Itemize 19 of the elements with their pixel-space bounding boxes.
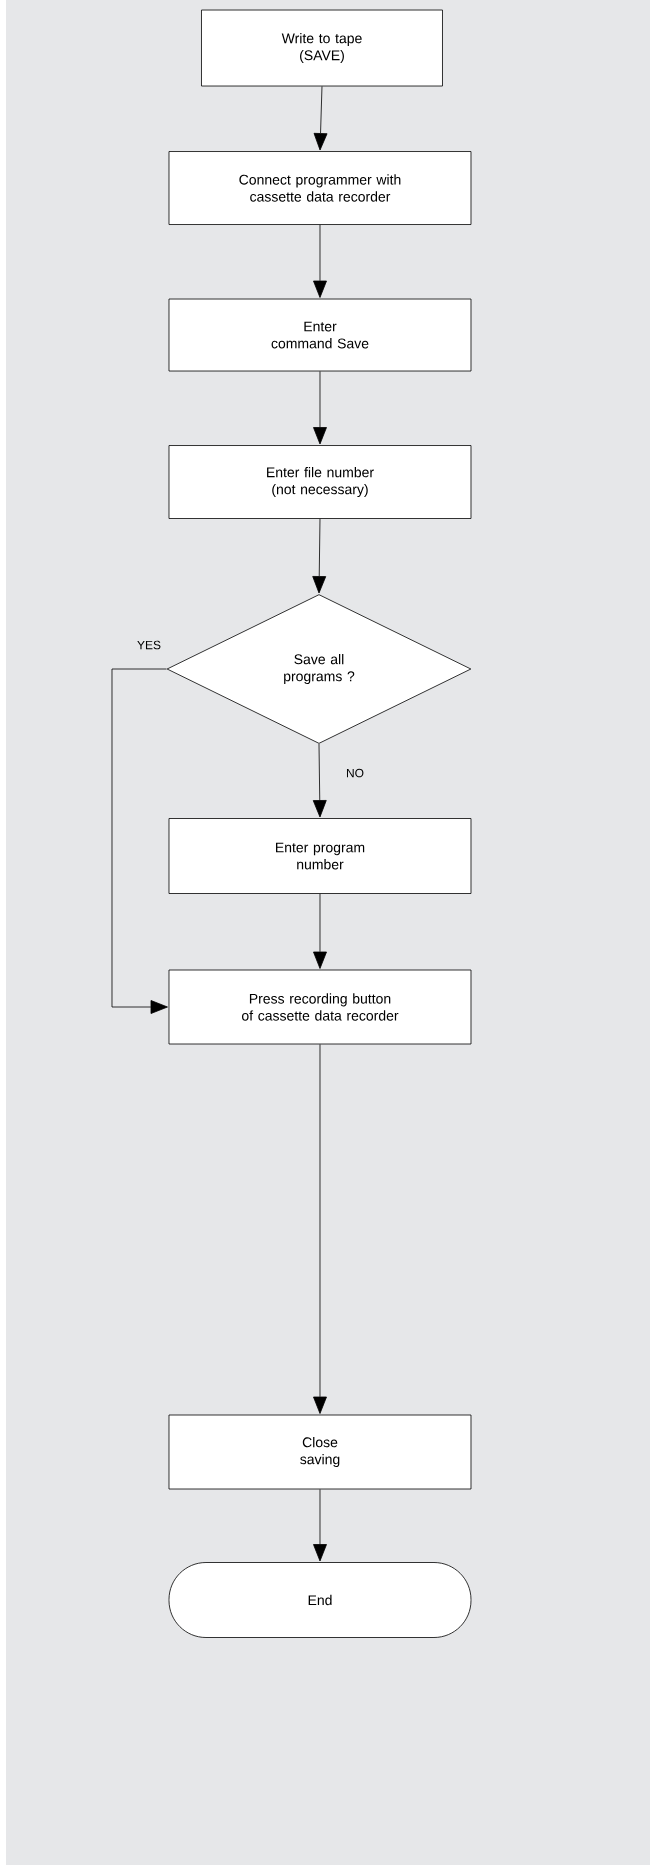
process-box: Close saving xyxy=(168,1414,472,1490)
process-box: Press recording button of cassette data recorder xyxy=(168,969,472,1045)
edge-label: YES xyxy=(136,639,162,651)
arrow xyxy=(313,1489,327,1562)
arrow xyxy=(313,1044,327,1414)
arrow xyxy=(111,668,168,1014)
process-box: Connect programmer with cassette data recorder xyxy=(168,151,472,225)
arrow xyxy=(312,743,327,818)
arrow xyxy=(313,371,327,445)
arrow xyxy=(313,893,327,969)
terminal-box: End xyxy=(168,1562,472,1638)
arrow xyxy=(313,86,328,151)
process-box: Enter command Save xyxy=(168,298,472,372)
edge-label: NO xyxy=(345,767,365,779)
process-box: Enter file number (not necessary) xyxy=(168,445,472,519)
process-box: Enter program number xyxy=(168,818,472,894)
arrow xyxy=(312,518,327,594)
process-box: Write to tape (SAVE) xyxy=(201,9,443,87)
arrow xyxy=(313,224,327,298)
